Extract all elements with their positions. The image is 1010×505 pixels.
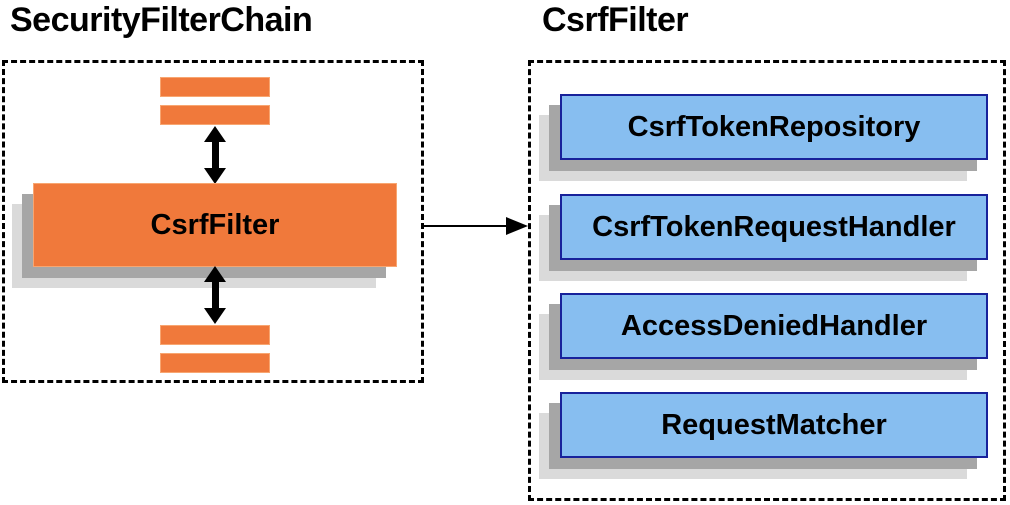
security-filter-chain-title: SecurityFilterChain [10,1,313,39]
chain-to-components-arrow [424,217,528,235]
arrow-head-up-icon [204,266,226,282]
component-csrf-token-request-handler: CsrfTokenRequestHandler [560,194,988,260]
generic-filter-bar [160,77,270,97]
security-filter-chain-container [2,60,424,383]
component-csrf-token-repository: CsrfTokenRepository [560,94,988,160]
component-request-matcher: RequestMatcher [560,392,988,458]
arrow-line [424,225,510,227]
component-access-denied-handler: AccessDeniedHandler [560,293,988,359]
arrow-stem [211,282,219,308]
chain-flow-arrow-lower [204,266,226,324]
csrf-filter-components-container [528,60,1006,501]
csrf-filter-node: CsrfFilter [33,183,397,267]
generic-filter-bar [160,325,270,345]
generic-filter-bar [160,353,270,373]
arrow-head-down-icon [204,308,226,324]
generic-filter-bar [160,105,270,125]
arrow-head-up-icon [204,126,226,142]
chain-flow-arrow-upper [204,126,226,184]
arrow-head-down-icon [204,168,226,184]
arrow-head-right-icon [506,217,528,235]
csrf-filter-title: CsrfFilter [542,1,689,39]
arrow-stem [211,142,219,168]
